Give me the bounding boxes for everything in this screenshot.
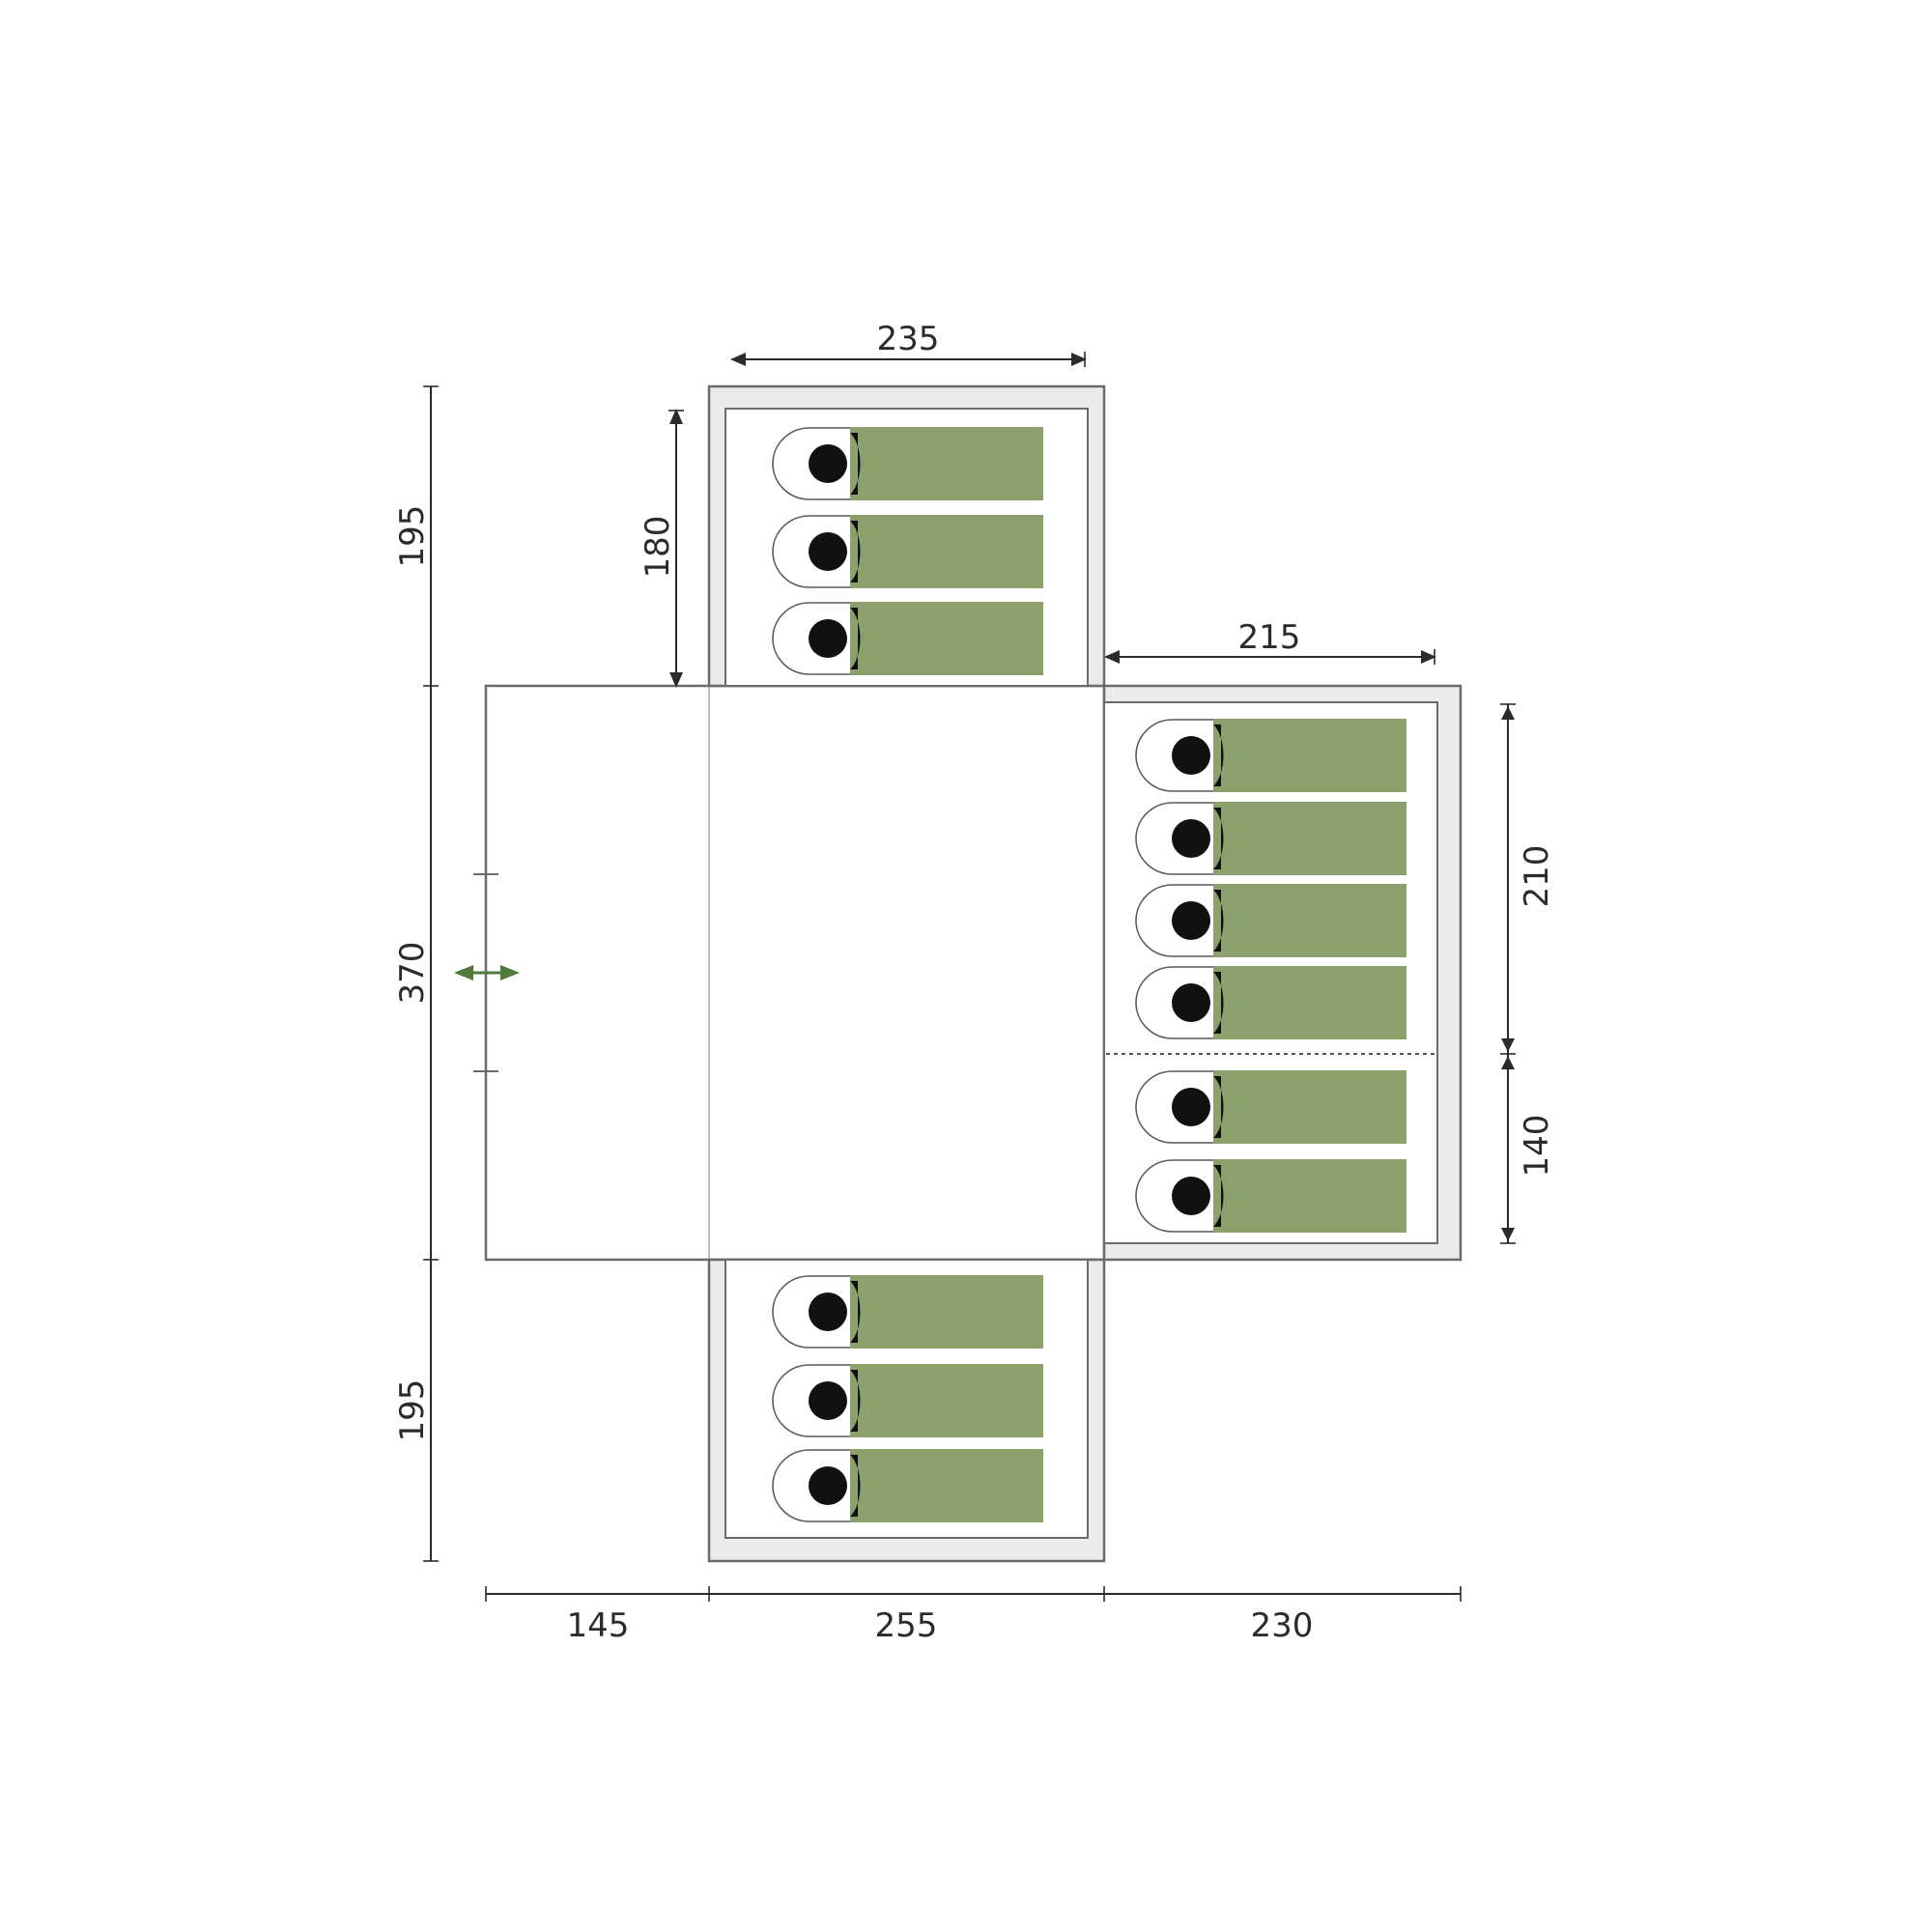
sleeping-bag <box>1135 719 1406 792</box>
left-dimension-line <box>423 385 439 1562</box>
person-head-icon <box>1172 736 1210 775</box>
person-head-icon <box>1172 901 1210 940</box>
dim-right-bedroom-width: 215 <box>1238 618 1301 657</box>
top-width-dimension <box>730 352 1087 367</box>
person-head-icon <box>1172 983 1210 1022</box>
right-width-dimension <box>1104 649 1436 665</box>
dim-top-left-height: 195 <box>393 505 432 568</box>
sleeping-bag <box>772 427 1043 500</box>
person-head-icon <box>809 1466 847 1505</box>
sleeping-bag <box>772 1275 1043 1349</box>
person-head-icon <box>809 619 847 658</box>
bottom-dimension-line <box>485 1586 1462 1602</box>
sleeping-bag <box>1135 1070 1406 1144</box>
person-head-icon <box>809 532 847 571</box>
sleeping-bag <box>1135 966 1406 1039</box>
dim-right-section-upper: 210 <box>1518 845 1556 908</box>
door-arrow-icon <box>454 965 520 980</box>
sleeping-bag <box>1135 1159 1406 1233</box>
person-head-icon <box>1172 1088 1210 1126</box>
person-head-icon <box>809 1293 847 1331</box>
living-area <box>484 684 1106 1262</box>
person-head-icon <box>1172 819 1210 858</box>
sleeping-places <box>772 427 1406 1522</box>
dim-bottom-width-center: 255 <box>875 1606 938 1645</box>
dim-bottom-width-right: 230 <box>1251 1606 1314 1645</box>
sleeping-bag <box>772 1364 1043 1437</box>
dim-top-bedroom-width: 235 <box>877 320 940 358</box>
dim-right-section-lower: 140 <box>1518 1115 1556 1178</box>
sleeping-bag <box>772 602 1043 675</box>
person-head-icon <box>809 444 847 483</box>
dim-bottom-width-left: 145 <box>567 1606 630 1645</box>
sleeping-bag <box>1135 802 1406 875</box>
dim-bottom-left-height: 195 <box>393 1379 432 1442</box>
person-head-icon <box>809 1381 847 1420</box>
sleeping-bag <box>772 1449 1043 1522</box>
sleeping-bag <box>1135 884 1406 957</box>
top-depth-dimension <box>668 409 684 688</box>
right-height-dimension <box>1500 703 1516 1244</box>
dim-top-bedroom-depth: 180 <box>639 516 677 579</box>
person-head-icon <box>1172 1177 1210 1215</box>
dim-center-height: 370 <box>393 942 432 1005</box>
sleeping-bag <box>772 515 1043 588</box>
